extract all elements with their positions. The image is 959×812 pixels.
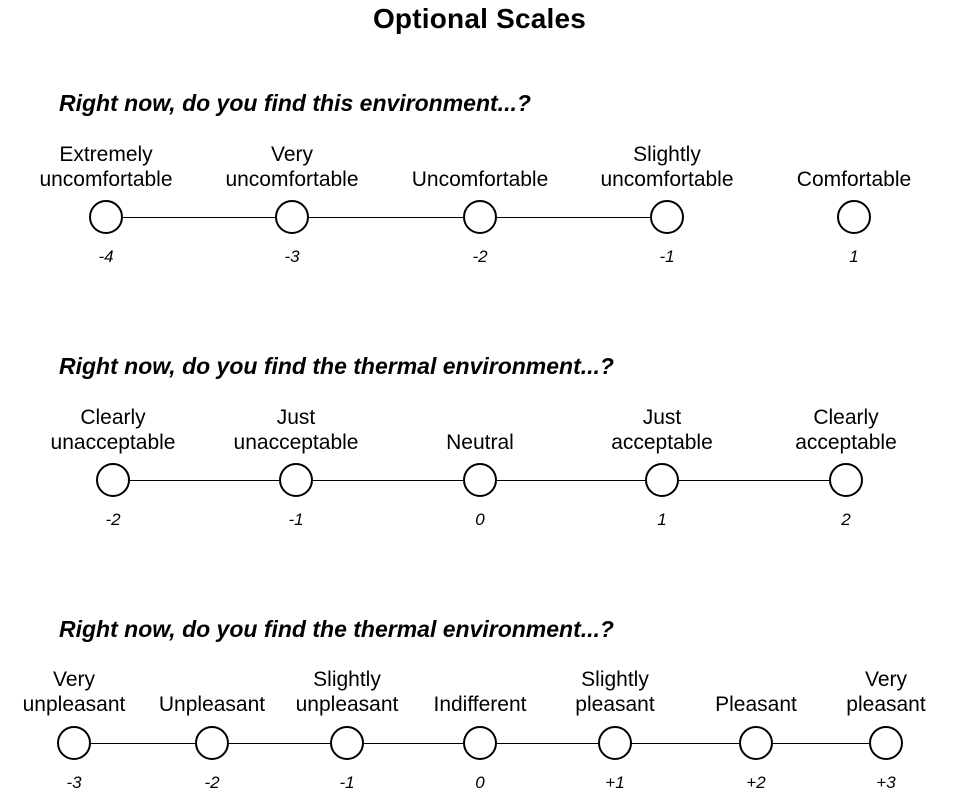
scale-2-option-4-label: Just acceptable — [611, 406, 713, 454]
scale-1-option-3-label: Uncomfortable — [411, 168, 549, 191]
scale-1-question: Right now, do you find this environment.… — [59, 90, 531, 116]
scale-1-option-4-radio[interactable] — [650, 200, 684, 234]
scale-3-option-4-radio[interactable] — [463, 726, 497, 760]
scale-3-option-6-radio[interactable] — [739, 726, 773, 760]
scale-2-option-2-radio[interactable] — [279, 463, 313, 497]
scale-1-option-3-radio[interactable] — [463, 200, 497, 234]
scale-2-question: Right now, do you find the thermal envir… — [59, 353, 614, 379]
scale-2-option-5-label: Clearly acceptable — [795, 406, 897, 454]
scale-1-option-2-radio[interactable] — [275, 200, 309, 234]
scale-1-option-1-radio[interactable] — [89, 200, 123, 234]
scale-1-option-2-label: Very uncomfortable — [225, 143, 359, 191]
scale-3-option-3-label: Slightly unpleasant — [295, 668, 399, 716]
scale-3-option-2-value: -2 — [204, 773, 220, 792]
scale-2-option-1-radio[interactable] — [96, 463, 130, 497]
scale-1-option-1-value: -4 — [98, 247, 114, 266]
scale-3-option-5-label: Slightly pleasant — [575, 668, 655, 716]
scale-3-option-1-label: Very unpleasant — [22, 668, 126, 716]
scale-3-option-7-radio[interactable] — [869, 726, 903, 760]
page-title: Optional Scales — [372, 3, 587, 34]
scale-1-option-4-value: -1 — [659, 247, 675, 266]
scale-2-option-1-label: Clearly unacceptable — [50, 406, 176, 454]
scale-3-option-1-radio[interactable] — [57, 726, 91, 760]
scale-3-question: Right now, do you find the thermal envir… — [59, 616, 614, 642]
scale-2-option-3-radio[interactable] — [463, 463, 497, 497]
scale-3-option-7-value: +3 — [876, 773, 896, 792]
scale-1-option-3-value: -2 — [472, 247, 488, 266]
scale-2-option-2-value: -1 — [288, 510, 304, 529]
scale-3-option-4-label: Indifferent — [433, 693, 527, 716]
scale-3-option-1-value: -3 — [66, 773, 82, 792]
scale-3-option-7-label: Very pleasant — [846, 668, 926, 716]
scale-2-option-5-value: 2 — [841, 510, 851, 529]
scale-3-option-5-radio[interactable] — [598, 726, 632, 760]
scale-1-option-4-label: Slightly uncomfortable — [600, 143, 734, 191]
scale-2-option-4-value: 1 — [657, 510, 667, 529]
scale-1-option-5-radio[interactable] — [837, 200, 871, 234]
scale-1-option-5-value: 1 — [849, 247, 859, 266]
scale-1-option-1-label: Extremely uncomfortable — [39, 143, 173, 191]
scale-1-line — [106, 217, 668, 218]
scale-2-option-2-label: Just unacceptable — [233, 406, 359, 454]
scale-2-option-5-radio[interactable] — [829, 463, 863, 497]
scale-3-option-3-value: -1 — [339, 773, 355, 792]
scale-3-option-6-value: +2 — [746, 773, 766, 792]
scale-3-option-6-label: Pleasant — [715, 693, 797, 716]
scale-1-option-5-label: Comfortable — [796, 168, 912, 191]
scale-2-option-4-radio[interactable] — [645, 463, 679, 497]
scale-3-option-2-radio[interactable] — [195, 726, 229, 760]
scale-2-option-1-value: -2 — [105, 510, 121, 529]
scale-1-option-2-value: -3 — [284, 247, 300, 266]
scale-3-option-2-label: Unpleasant — [158, 693, 266, 716]
scale-3-option-4-value: 0 — [475, 773, 485, 792]
scale-3-option-5-value: +1 — [605, 773, 625, 792]
scale-2-option-3-label: Neutral — [446, 431, 514, 454]
scale-2-option-3-value: 0 — [475, 510, 485, 529]
scale-3-option-3-radio[interactable] — [330, 726, 364, 760]
